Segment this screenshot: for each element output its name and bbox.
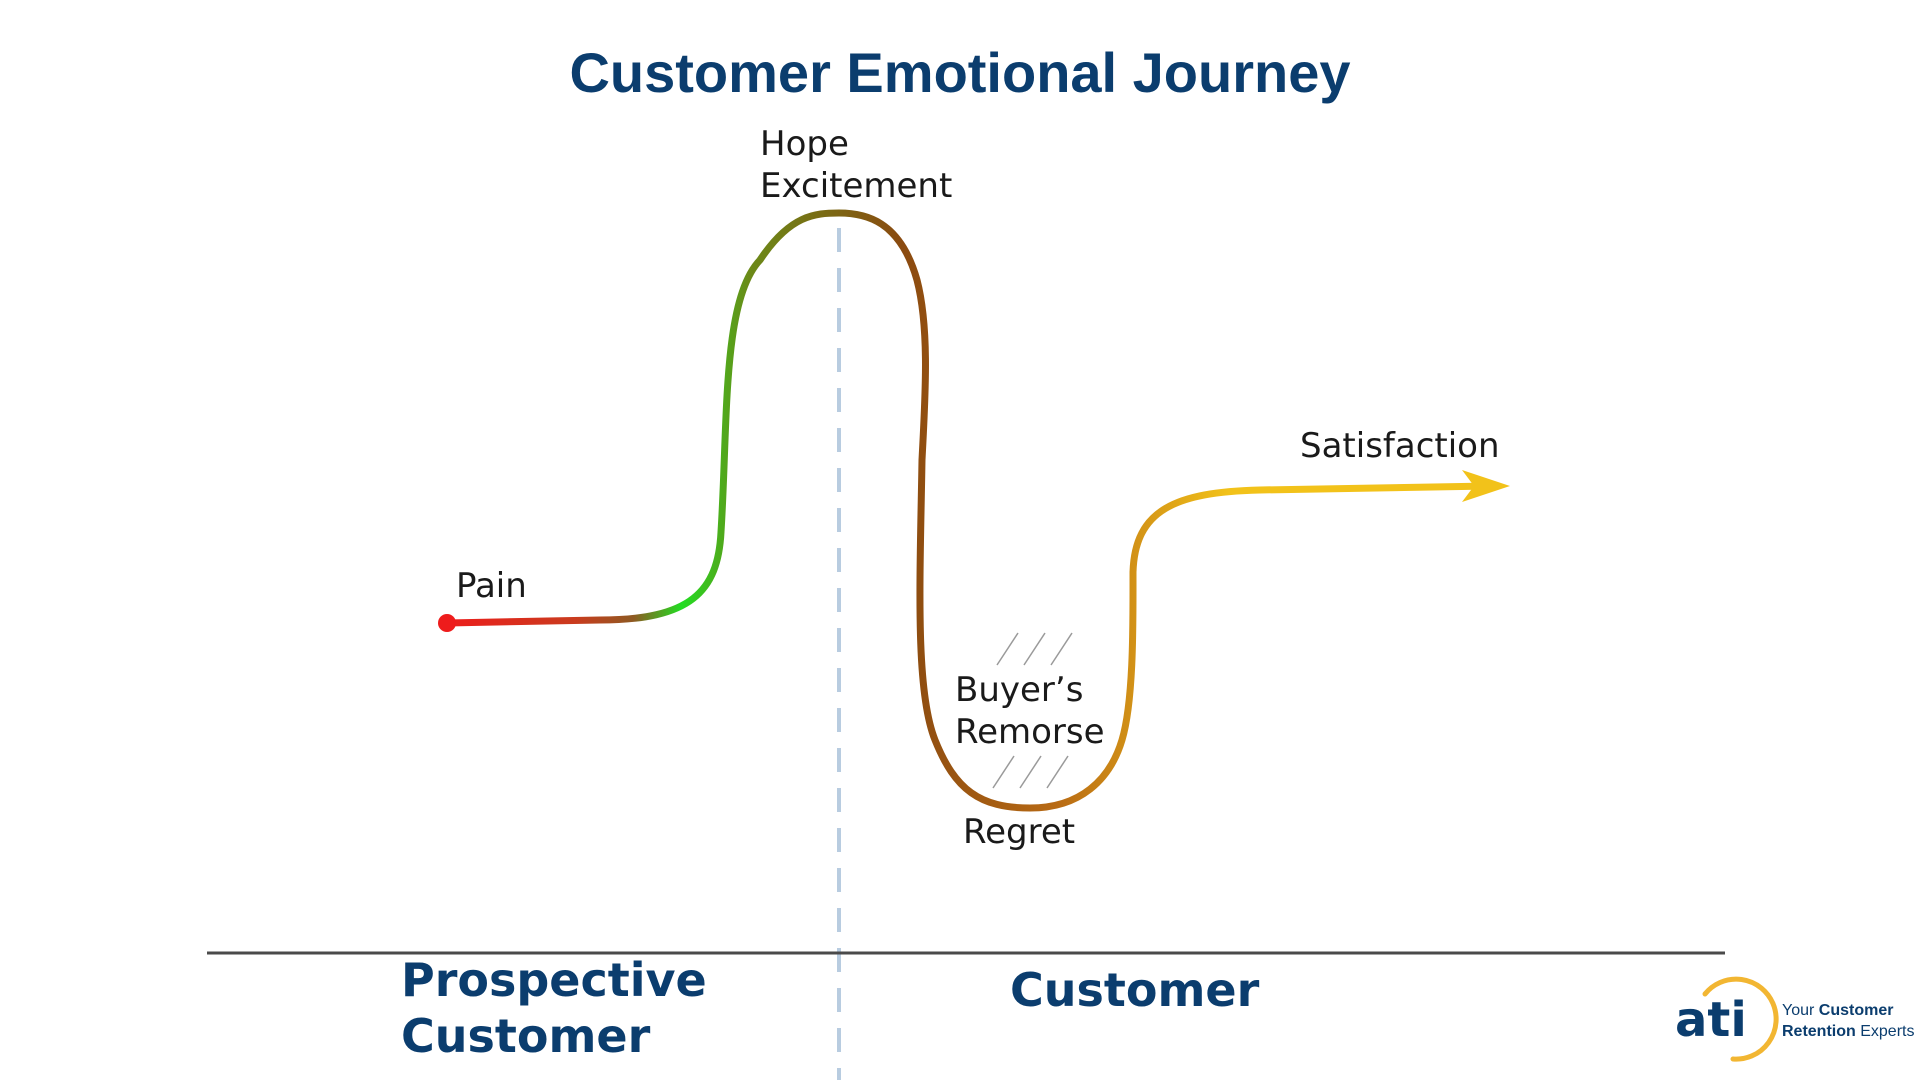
stage-label-prospective-customer: Customer	[401, 1009, 651, 1063]
label-hope: Hope	[760, 124, 849, 164]
logo-mark: ati	[1675, 992, 1747, 1048]
ati-logo: ati Your Customer Retention Experts	[1675, 976, 1914, 1062]
emotion-journey-curve	[443, 209, 1494, 812]
stage-label-customer: Customer	[1010, 963, 1260, 1017]
label-remorse: Remorse	[955, 712, 1105, 752]
journey-arrowhead	[1462, 470, 1510, 502]
logo-tagline-line2: Retention Experts	[1782, 1023, 1914, 1040]
journey-start-dot	[438, 614, 456, 632]
logo-ring-icon	[1702, 976, 1779, 1062]
label-satisfaction: Satisfaction	[1300, 426, 1500, 466]
page-title: Customer Emotional Journey	[569, 41, 1350, 104]
label-pain: Pain	[456, 566, 527, 606]
label-excitement: Excitement	[760, 166, 952, 206]
logo-tagline-line1: Your Customer	[1782, 1002, 1893, 1019]
label-regret: Regret	[963, 812, 1075, 852]
label-buyers: Buyer’s	[955, 670, 1083, 710]
remorse-hatch-top	[996, 632, 1073, 666]
stage-label-prospective: Prospective	[401, 953, 707, 1007]
remorse-hatch-bottom	[992, 755, 1069, 789]
